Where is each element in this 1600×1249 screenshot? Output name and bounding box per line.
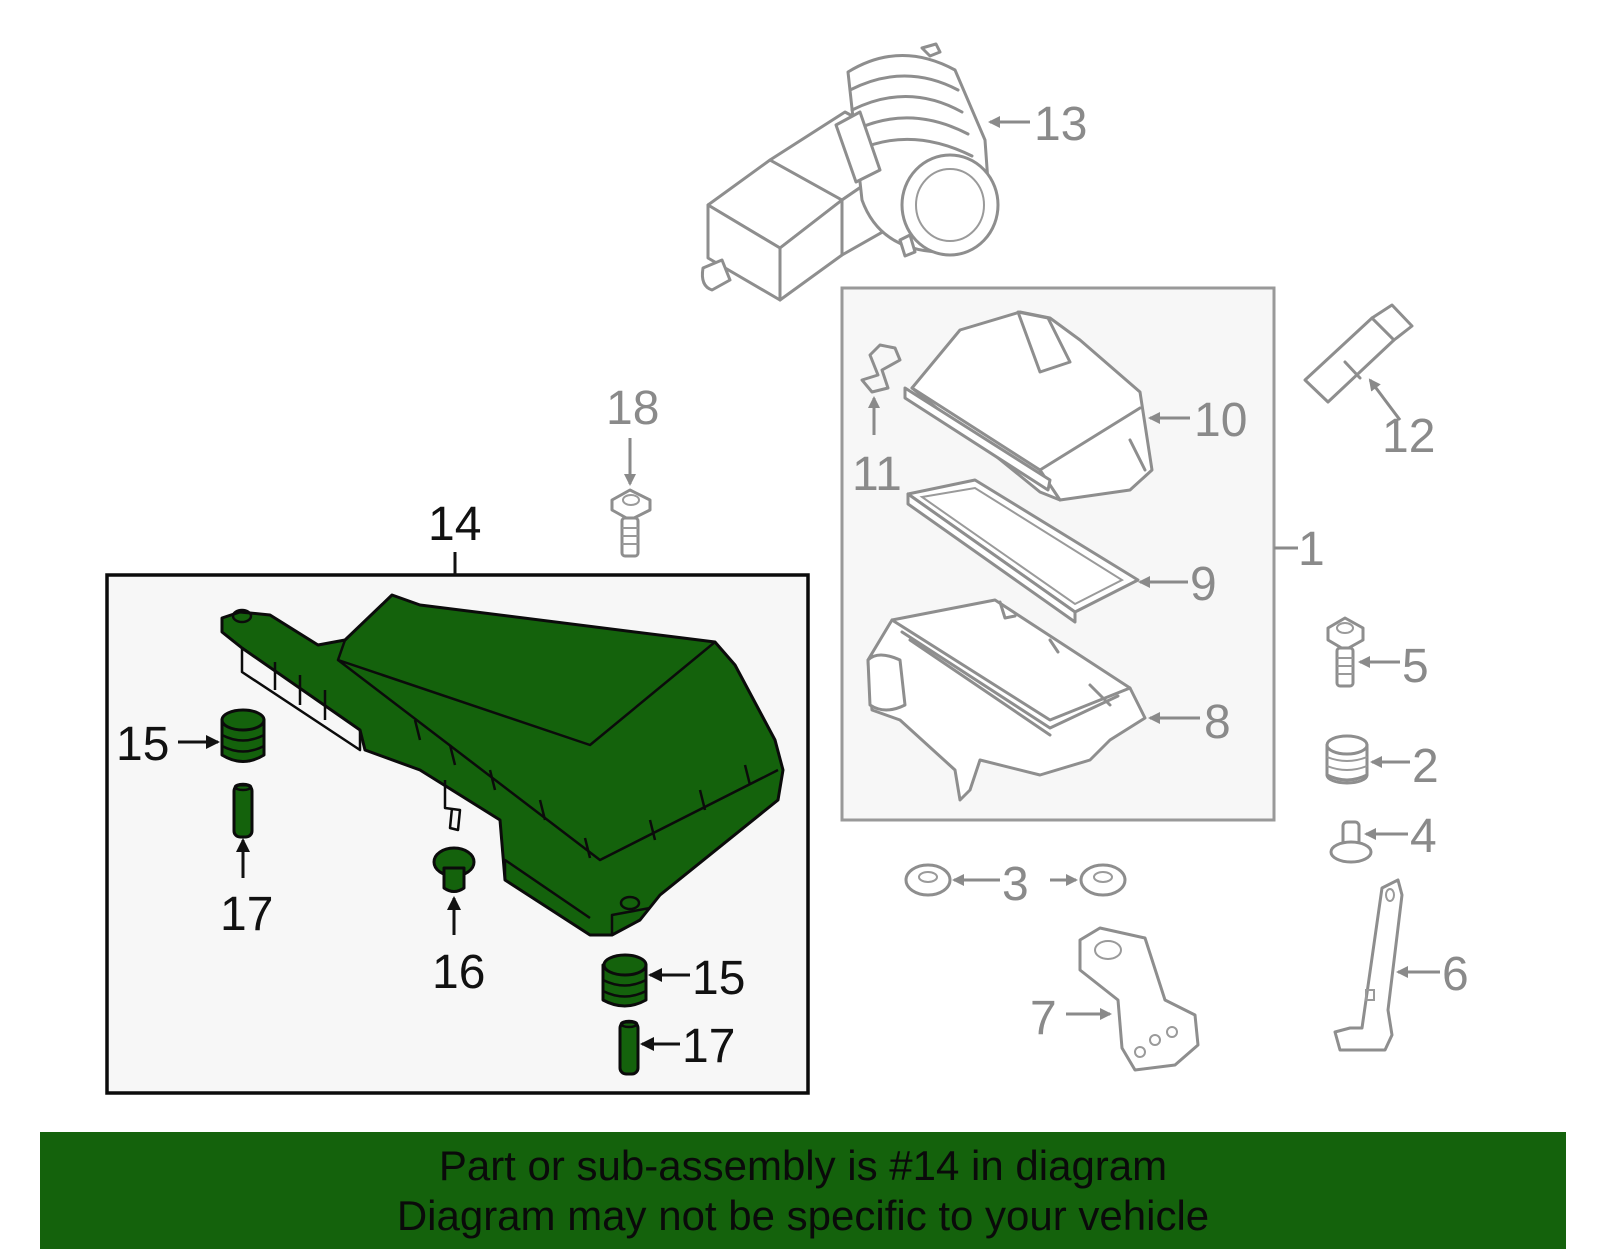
part-10-upper-housing	[903, 310, 1154, 502]
callout-12: 12	[1382, 410, 1435, 463]
callout-5: 5	[1402, 640, 1429, 693]
part-12-sensor	[1303, 303, 1414, 404]
part-3-washers	[904, 863, 1127, 897]
banner-line-1: Part or sub-assembly is #14 in diagram	[438, 1141, 1168, 1189]
callout-14: 14	[428, 498, 481, 551]
callout-17-right: 17	[682, 1020, 735, 1073]
callout-3: 3	[1002, 858, 1029, 911]
part-16-clip[interactable]	[432, 846, 476, 893]
part-7-bracket	[1078, 926, 1200, 1072]
part-18-bolt	[610, 488, 652, 558]
part-17-pin-right[interactable]	[618, 1019, 640, 1076]
part-6-bracket	[1333, 878, 1404, 1052]
part-2-grommet	[1325, 734, 1369, 785]
callout-18: 18	[606, 382, 659, 435]
callout-11: 11	[852, 448, 902, 501]
banner-line-2: Diagram may not be specific to your vehi…	[396, 1191, 1210, 1239]
callout-16: 16	[432, 946, 485, 999]
part-4-pin	[1329, 820, 1373, 864]
info-banner: Part or sub-assembly is #14 in diagram D…	[40, 1132, 1566, 1249]
part-11-clip	[860, 343, 902, 394]
callout-4: 4	[1410, 810, 1437, 863]
callout-2: 2	[1412, 740, 1439, 793]
part-8-lower-housing	[866, 598, 1147, 802]
callout-17-left: 17	[220, 888, 273, 941]
callout-13: 13	[1034, 98, 1087, 151]
callout-15-left: 15	[116, 718, 169, 771]
part-13-intake-duct	[700, 42, 1000, 302]
part-17-pin-left[interactable]	[232, 782, 254, 839]
callout-1: 1	[1298, 523, 1325, 576]
callout-6: 6	[1442, 948, 1469, 1001]
callout-7: 7	[1030, 992, 1057, 1045]
part-15-grommet-left[interactable]	[220, 708, 266, 763]
callout-10: 10	[1194, 394, 1247, 447]
callout-15-right: 15	[692, 952, 745, 1005]
callout-9: 9	[1190, 558, 1217, 611]
part-15-grommet-right[interactable]	[601, 953, 648, 1008]
part-5-bolt	[1326, 616, 1365, 688]
callout-8: 8	[1204, 696, 1231, 749]
part-14-air-duct[interactable]	[220, 593, 785, 937]
leader-12	[1368, 378, 1402, 421]
part-9-filter	[906, 478, 1140, 624]
